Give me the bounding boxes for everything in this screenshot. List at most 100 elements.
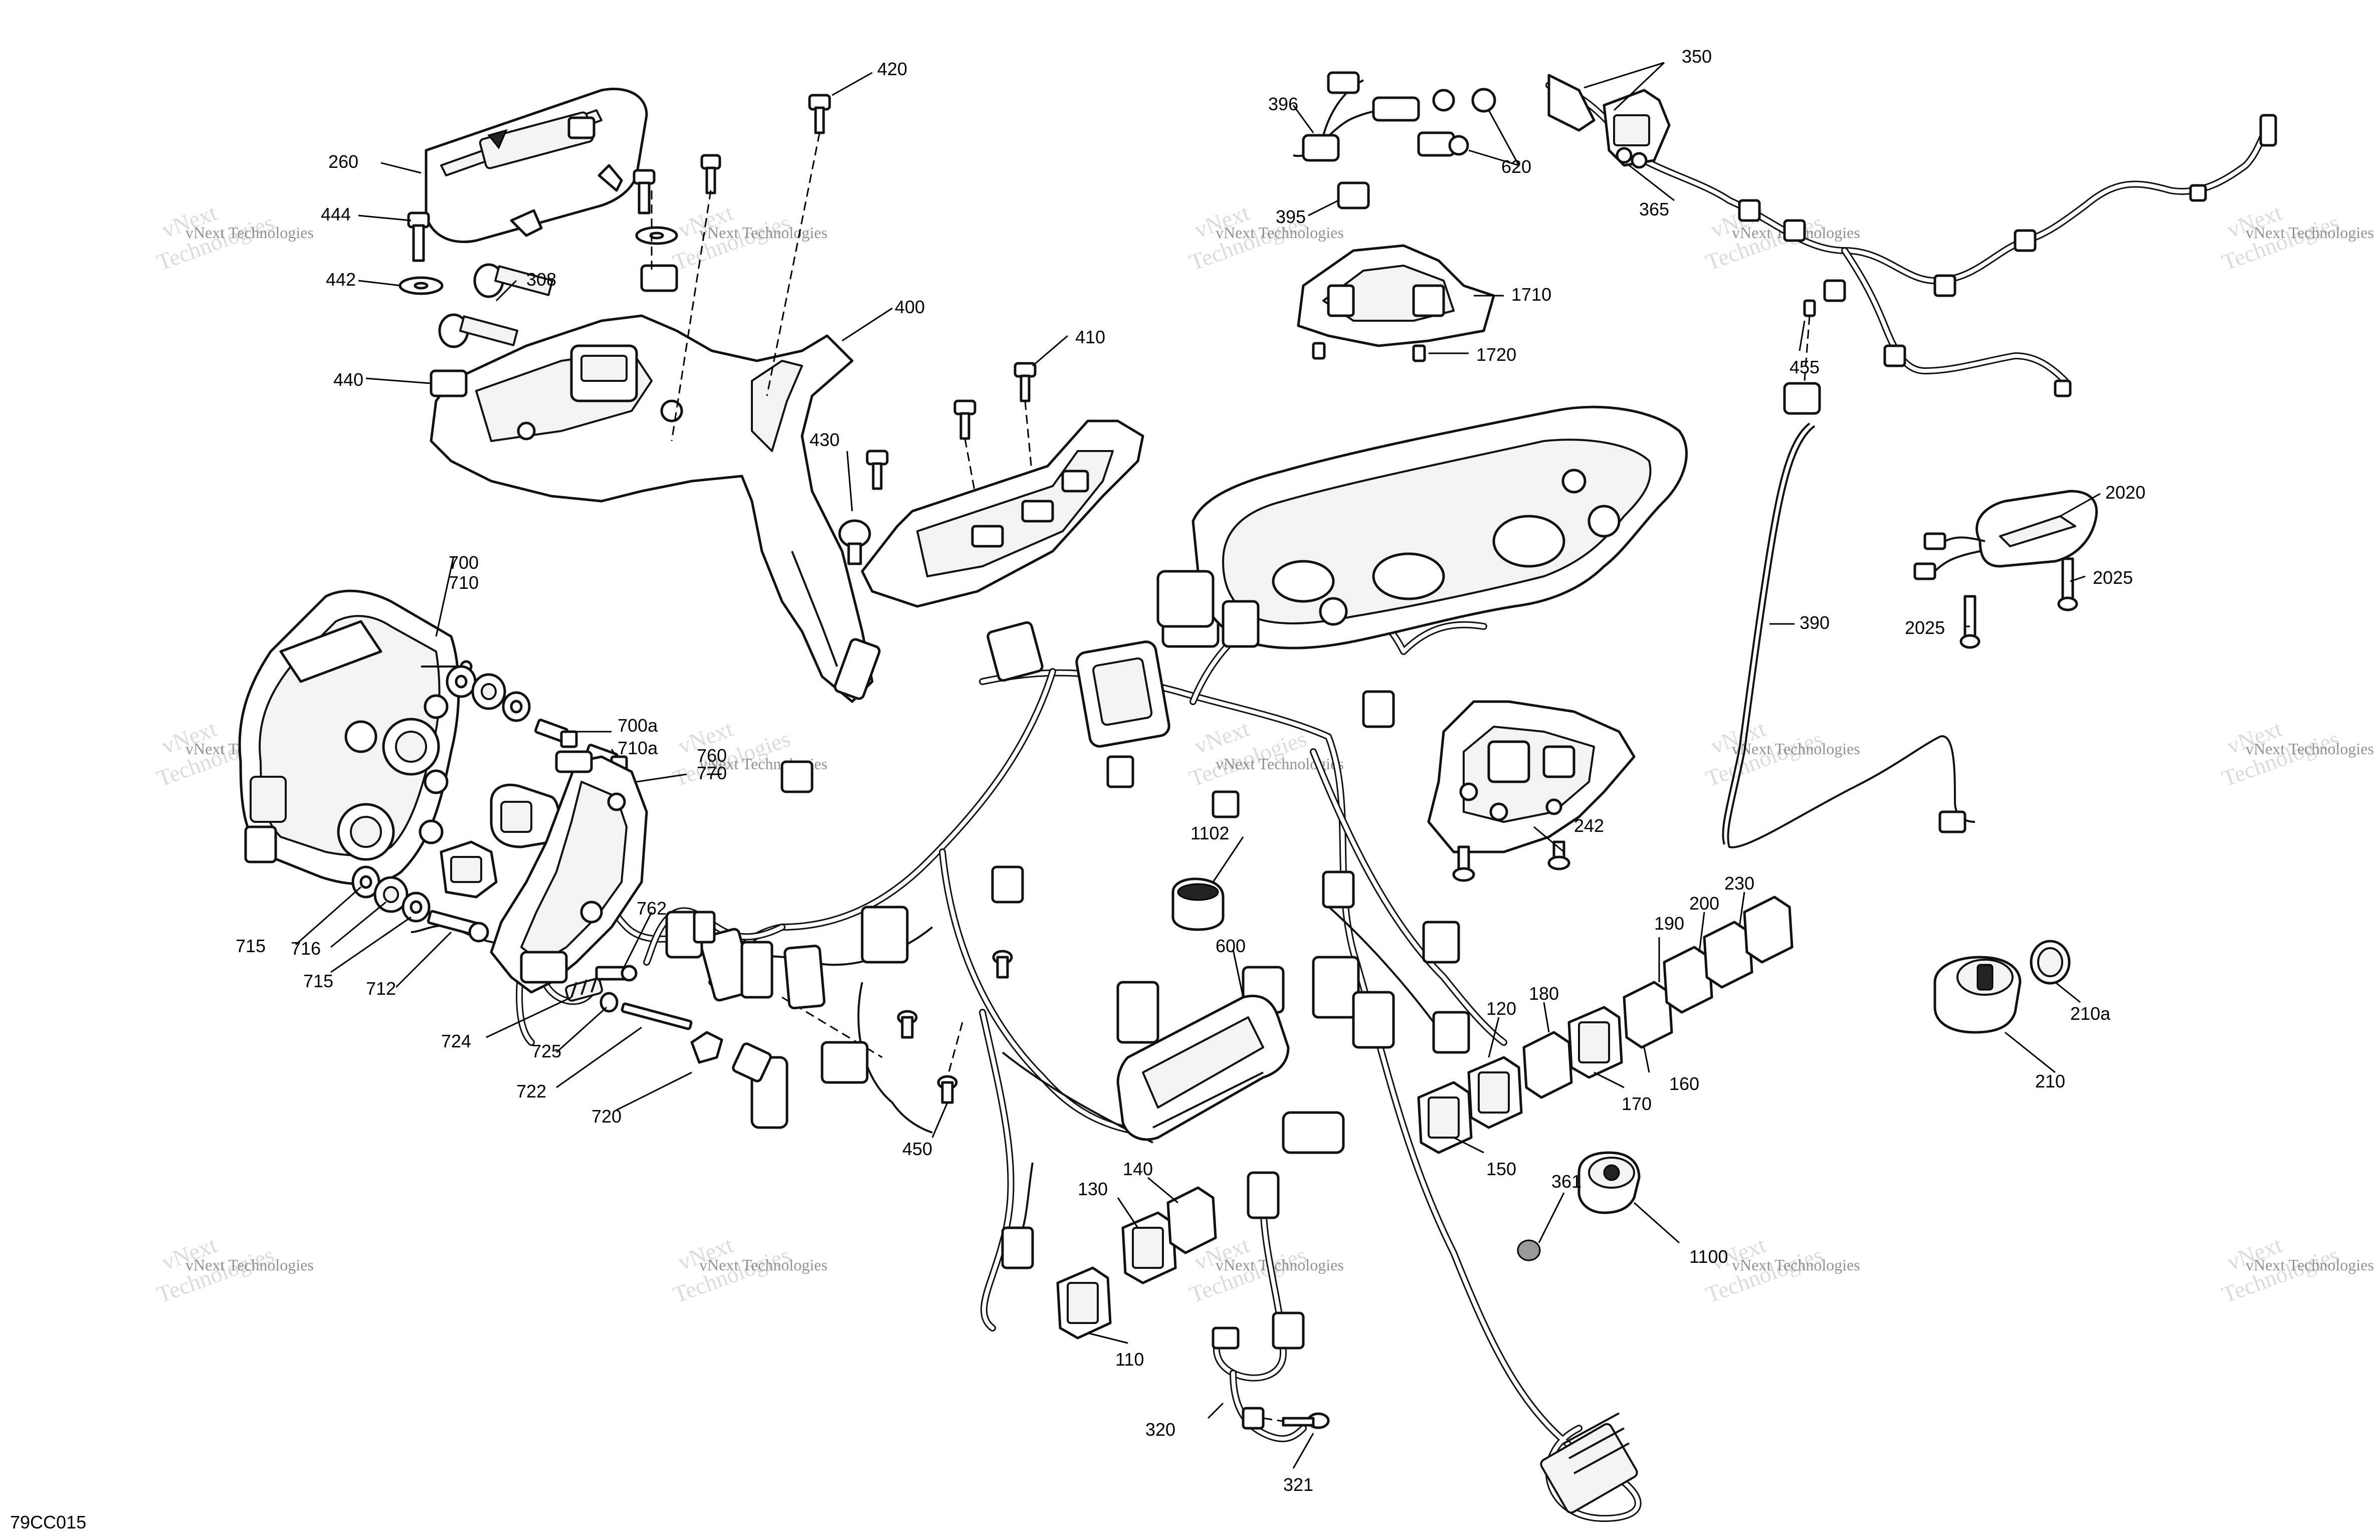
panel-410 — [861, 419, 1144, 608]
label-140: 140 — [1123, 1159, 1153, 1179]
bolt-icon — [595, 965, 638, 982]
label-722: 722 — [516, 1081, 546, 1102]
bolt-icon — [1452, 845, 1475, 882]
relay-icon — [1166, 1186, 1217, 1254]
watermark: vNext Technologies vNext Technologies — [1702, 1232, 1860, 1307]
relay-icon — [1743, 896, 1794, 964]
cap-361 — [1517, 1239, 1541, 1261]
headlight-700 — [238, 589, 473, 886]
label-200: 200 — [1689, 893, 1719, 914]
label-1100: 1100 — [1689, 1246, 1728, 1267]
label-725: 725 — [531, 1041, 561, 1061]
label-762: 762 — [637, 898, 667, 919]
label-455: 455 — [1790, 357, 1820, 377]
relay-icon — [1522, 1031, 1573, 1099]
leader-lines — [295, 62, 2101, 1469]
label-1720: 1720 — [1476, 344, 1516, 365]
headlight-hardware — [351, 665, 628, 943]
label-230: 230 — [1724, 873, 1754, 894]
watermark: vNext Technologies vNext Technologies — [1186, 199, 1344, 275]
bolt-icon — [407, 211, 430, 262]
label-724: 724 — [441, 1031, 471, 1051]
label-120: 120 — [1486, 998, 1516, 1019]
switch-icon — [1056, 1266, 1112, 1340]
label-720: 720 — [591, 1106, 622, 1127]
bolts-450 — [897, 950, 1013, 1104]
svg-text:vNext Technologies: vNext Technologies — [699, 1256, 828, 1274]
washer-icon — [399, 276, 444, 295]
support-400 — [430, 314, 881, 703]
washer-icon — [446, 665, 477, 698]
watermark: vNext Technologies vNext Technologies — [153, 199, 314, 275]
module-242 — [1427, 700, 1636, 882]
label-350: 350 — [1682, 46, 1712, 67]
watermark: vNext Technologies vNext Technologies — [1702, 716, 1860, 791]
svg-text:vNext Technologies: vNext Technologies — [2246, 740, 2374, 758]
bracket-760 — [490, 750, 648, 994]
label-620: 620 — [1501, 156, 1531, 177]
label-710a: 710a — [618, 738, 658, 758]
adjuster-hardware — [565, 965, 723, 1064]
cluster-600 — [1116, 994, 1290, 1141]
label-716: 716 — [291, 938, 321, 959]
bolt-icon — [1959, 595, 1980, 649]
connector-icon — [1783, 382, 1821, 415]
bolt-icon — [427, 910, 489, 943]
bolt-icon — [953, 399, 976, 440]
bolt-icon — [937, 1075, 958, 1104]
bolt-icon — [1547, 840, 1570, 870]
label-442: 442 — [326, 269, 356, 290]
bolt-icon — [808, 94, 831, 134]
outlet-1100 — [1577, 1151, 1641, 1214]
label-130: 130 — [1078, 1179, 1108, 1199]
label-715-top: 715 — [236, 936, 266, 956]
label-715-bottom: 715 — [303, 971, 333, 991]
clip-icon — [640, 264, 678, 292]
label-210: 210 — [2035, 1071, 2065, 1091]
svg-text:vNext Technologies: vNext Technologies — [2246, 1256, 2374, 1274]
svg-text:vNext Technologies: vNext Technologies — [699, 224, 828, 242]
label-710: 710 — [449, 572, 479, 593]
switch-icon — [1121, 1211, 1177, 1284]
bolt-icon — [473, 263, 554, 298]
label-2020: 2020 — [2105, 482, 2145, 503]
washer-icon — [600, 992, 619, 1013]
label-430: 430 — [810, 429, 840, 450]
label-410: 410 — [1075, 327, 1105, 347]
bolt-icon — [633, 169, 656, 214]
label-395: 395 — [1276, 206, 1306, 227]
label-365: 365 — [1639, 199, 1669, 219]
push-rivet-icon — [838, 519, 871, 565]
watermark: vNext Technologies vNext Technologies — [1702, 199, 1860, 275]
label-160: 160 — [1669, 1073, 1699, 1094]
bolt-icon — [992, 950, 1013, 979]
sensor-group-396 — [1293, 71, 1496, 362]
switch-icon — [1567, 1006, 1623, 1079]
label-110: 110 — [1115, 1349, 1144, 1370]
washer-icon — [373, 876, 409, 913]
label-260: 260 — [328, 151, 358, 172]
relay-icon — [1663, 946, 1713, 1014]
bolt-icon — [700, 154, 721, 194]
switch-icon — [1467, 1056, 1523, 1129]
label-712: 712 — [366, 978, 396, 999]
label-361: 361 — [1551, 1171, 1581, 1192]
label-396: 396 — [1268, 94, 1298, 114]
label-2025-left: 2025 — [1905, 617, 1945, 638]
switch-icon — [440, 840, 498, 899]
lower-switches — [1001, 1162, 1217, 1340]
watermark: vNext Technologies vNext Technologies — [153, 1232, 314, 1307]
label-170: 170 — [1622, 1093, 1652, 1114]
relay-icon — [1623, 981, 1673, 1049]
watermark: vNext Technologies vNext Technologies — [670, 199, 828, 275]
svg-text:vNext Technologies: vNext Technologies — [1216, 224, 1344, 242]
cover-260 — [425, 87, 648, 244]
svg-text:vNext Technologies: vNext Technologies — [185, 224, 314, 242]
watermark: vNext Technologies vNext Technologies — [670, 1232, 828, 1307]
svg-text:vNext Technologies: vNext Technologies — [185, 1256, 314, 1274]
label-2025-right: 2025 — [2093, 567, 2133, 588]
svg-text:vNext Technologies: vNext Technologies — [2246, 224, 2374, 242]
label-700: 700 — [449, 552, 479, 573]
label-700a: 700a — [618, 715, 658, 736]
bolt-icon — [438, 313, 519, 348]
